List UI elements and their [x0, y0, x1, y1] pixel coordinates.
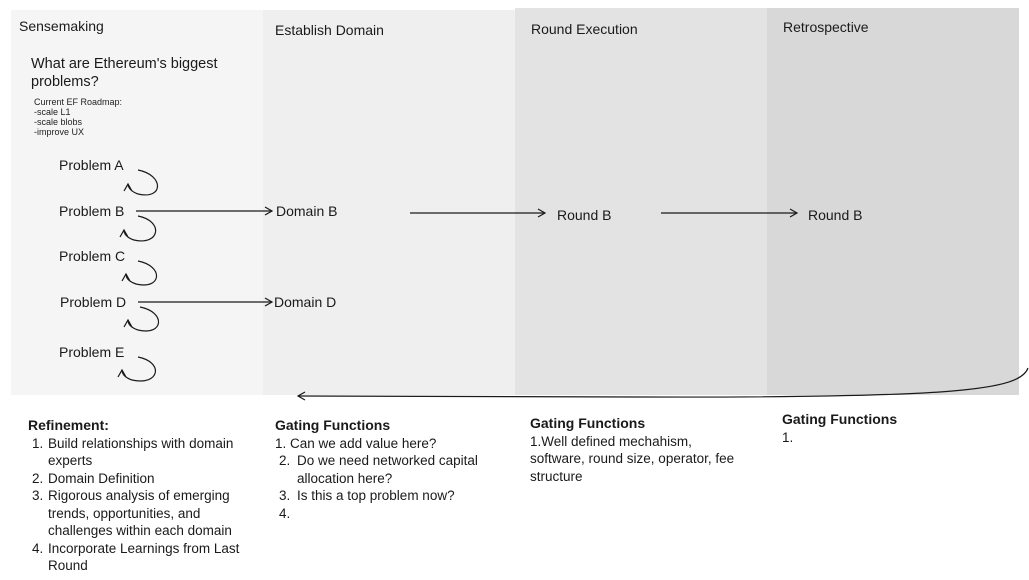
gating-item: 1.Well defined mechahism, software, roun…: [530, 433, 735, 484]
retrospective-column: [767, 8, 1019, 395]
roadmap-item: -scale blobs: [34, 117, 83, 127]
gating-item: 2.Do we need networked capital allocatio…: [279, 453, 478, 486]
problem-e-node: Problem E: [59, 344, 125, 360]
ef-roadmap-note: Current EF Roadmap: -scale L1 -scale blo…: [34, 97, 122, 137]
domain-gating-functions: Gating Functions 1. Can we add value her…: [275, 417, 505, 521]
refinement-title: Refinement:: [28, 417, 109, 433]
problem-d-node: Problem D: [60, 294, 127, 310]
round-b-execution-node: Round B: [557, 207, 612, 223]
roadmap-item: -improve UX: [34, 127, 85, 137]
refinement-item: 1.Build relationships with domain expert…: [32, 435, 234, 469]
retrospective-title: Retrospective: [783, 19, 869, 35]
gating-title: Gating Functions: [782, 411, 898, 427]
domain-d-node: Domain D: [274, 294, 337, 310]
round-execution-column: [515, 8, 767, 395]
retro-gating-functions: Gating Functions 1.: [782, 411, 982, 446]
round-execution-title: Round Execution: [531, 21, 638, 37]
problem-b-node: Problem B: [59, 203, 125, 219]
refinement-item: 2.Domain Definition: [32, 470, 155, 486]
problem-a-node: Problem A: [59, 157, 124, 173]
main-question: What are Ethereum's biggest problems?: [31, 56, 218, 90]
refinement-item: 3.Rigorous analysis of emerging trends, …: [32, 488, 232, 538]
establish-domain-title: Establish Domain: [275, 22, 384, 38]
gating-title: Gating Functions: [275, 417, 391, 433]
roadmap-title: Current EF Roadmap:: [34, 97, 123, 107]
establish-domain-column: [263, 10, 515, 395]
refinement-item: 4.Incorporate Learnings from Last Round: [32, 540, 240, 574]
gating-item: 1. Can we add value here?: [275, 435, 437, 451]
refinement-block: Refinement: 1.Build relationships with d…: [28, 417, 266, 575]
gating-title: Gating Functions: [530, 415, 646, 431]
round-gating-functions: Gating Functions 1.Well defined mechahis…: [530, 415, 750, 485]
gating-item: 3.Is this a top problem now?: [279, 488, 455, 503]
sensemaking-title: Sensemaking: [19, 18, 104, 34]
problem-c-node: Problem C: [59, 248, 126, 264]
round-b-retrospective-node: Round B: [808, 207, 863, 223]
gating-item: 1.: [782, 429, 794, 445]
domain-b-node: Domain B: [276, 203, 338, 219]
roadmap-item: -scale L1: [34, 107, 71, 117]
